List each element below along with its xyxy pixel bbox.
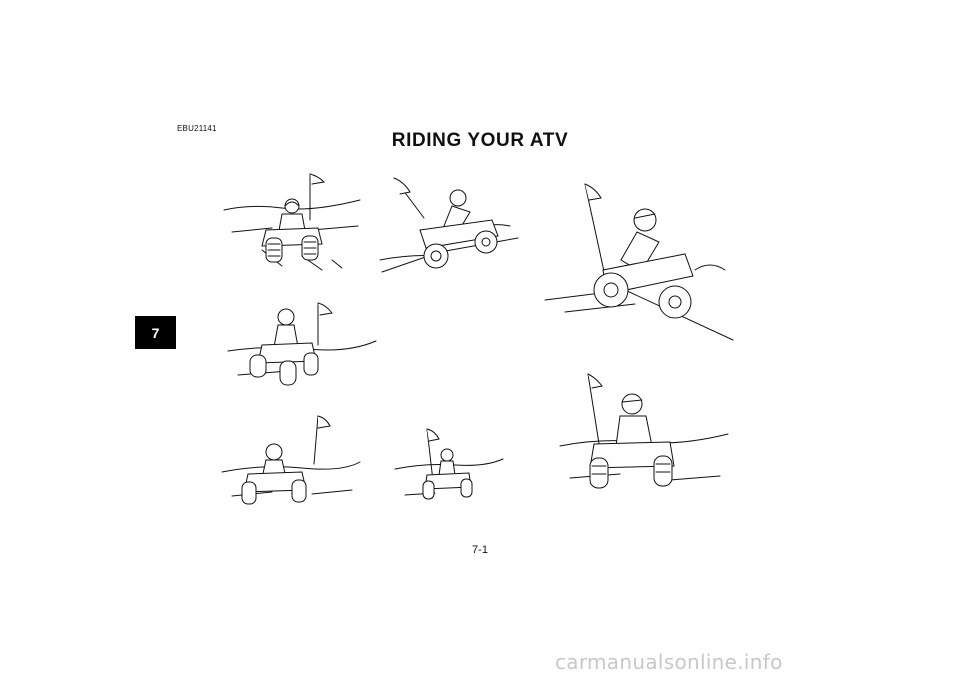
- atv-illustration-5: [222, 412, 362, 512]
- page-number: 7-1: [472, 544, 488, 556]
- atv-illustration-2: [380, 172, 520, 282]
- atv-illustration-7: [560, 370, 730, 505]
- atv-illustration-6: [395, 425, 505, 510]
- watermark: carmanualsonline.info: [555, 650, 783, 674]
- atv-illustration-1: [222, 170, 362, 275]
- atv-illustration-3: [545, 180, 735, 345]
- atv-illustration-4: [228, 295, 378, 390]
- page-title: RIDING YOUR ATV: [391, 130, 569, 151]
- chapter-tab: 7: [135, 316, 176, 349]
- section-code: EBU21141: [177, 124, 217, 133]
